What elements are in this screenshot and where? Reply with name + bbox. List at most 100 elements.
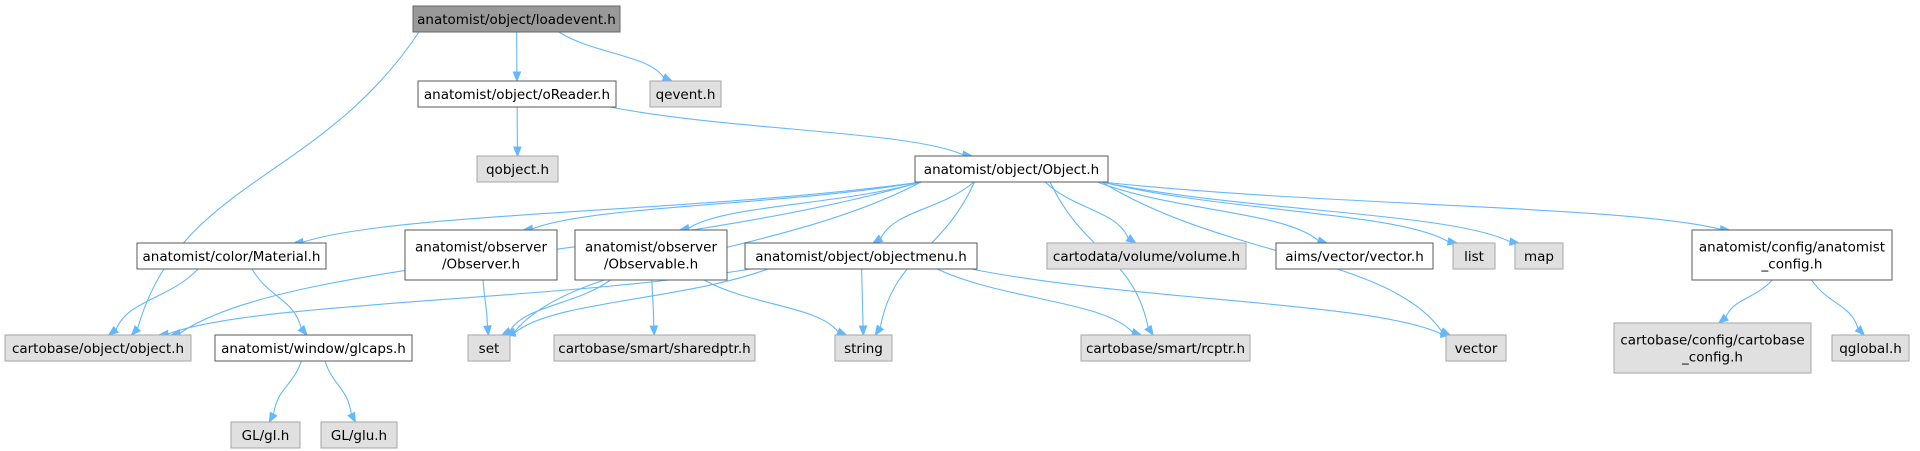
node-anaconfig[interactable]: anatomist/config/anatomist_config.h: [1691, 229, 1893, 281]
node-aimsvector[interactable]: aims/vector/vector.h: [1275, 242, 1434, 270]
node-box: [1275, 242, 1434, 270]
edge-arrowhead: [130, 325, 142, 336]
node-sharedptr: cartobase/smart/sharedptr.h: [553, 334, 756, 362]
node-label: cartodata/volume/volume.h: [1053, 249, 1240, 265]
edge-objectmenu-to-vector: [970, 268, 1452, 339]
edge-objectmenu-to-string: [858, 268, 868, 337]
node-glcaps[interactable]: anatomist/window/glcaps.h: [214, 334, 413, 362]
node-label: GL/gl.h: [242, 428, 290, 444]
node-label: cartobase/smart/sharedptr.h: [558, 341, 750, 357]
node-oreader[interactable]: anatomist/object/oReader.h: [417, 80, 617, 108]
edge-glcaps-to-gluh: [324, 360, 356, 424]
node-box: [417, 80, 617, 108]
edge-objecth-to-observable: [678, 181, 922, 233]
node-label: anatomist/window/glcaps.h: [221, 341, 406, 357]
edge-objecth-to-objectmenu: [871, 181, 975, 244]
node-observable[interactable]: anatomist/observer/Observable.h: [574, 229, 728, 281]
edge-observer-to-set: [482, 279, 492, 337]
node-label: cartobase/object/object.h: [12, 341, 184, 357]
edge-line: [1811, 279, 1859, 329]
node-qevent: qevent.h: [649, 80, 722, 108]
node-box: [1046, 242, 1247, 270]
node-loadevent: anatomist/object/loadevent.h: [412, 5, 621, 33]
node-list: list: [1452, 242, 1496, 270]
node-box: [4, 334, 192, 362]
node-label: anatomist/observer: [415, 240, 547, 256]
node-box: [1613, 322, 1812, 374]
edge-line: [970, 268, 1442, 335]
edge-arrowhead: [661, 73, 674, 82]
node-box: [1514, 242, 1564, 270]
node-cartoconfig: cartobase/config/cartobase_config.h: [1613, 322, 1812, 374]
node-label: _config.h: [1761, 257, 1823, 273]
edge-oreader-to-objecth: [609, 106, 974, 160]
edge-observable-to-sharedptr: [649, 279, 659, 337]
node-string: string: [834, 334, 893, 362]
node-objectmenu[interactable]: anatomist/object/objectmenu.h: [744, 242, 978, 270]
edge-glcaps-to-glh: [268, 360, 303, 424]
node-material[interactable]: anatomist/color/Material.h: [136, 242, 327, 270]
node-label: aims/vector/vector.h: [1285, 249, 1424, 265]
edge-material-to-glcaps: [251, 268, 308, 337]
node-label: cartobase/config/cartobase: [1620, 333, 1804, 349]
edge-line: [1044, 181, 1129, 239]
edge-line: [1101, 181, 1721, 230]
node-box: [1691, 229, 1893, 281]
edge-arrowhead: [107, 325, 119, 336]
node-label: GL/glu.h: [331, 428, 387, 444]
edge-arrowhead: [483, 325, 492, 337]
node-volume: cartodata/volume/volume.h: [1046, 242, 1247, 270]
node-box: [476, 155, 559, 183]
edge-line: [609, 106, 964, 156]
edge-line: [1101, 181, 1511, 243]
node-vector: vector: [1445, 334, 1507, 362]
node-box: [136, 242, 327, 270]
edge-arrowhead: [1717, 313, 1729, 324]
node-label: anatomist/object/oReader.h: [424, 87, 610, 103]
edge-arrowhead: [347, 411, 356, 424]
edge-line: [302, 181, 922, 243]
edge-observable-to-string: [703, 279, 848, 336]
edge-arrowhead: [512, 71, 522, 83]
node-box: [320, 421, 398, 449]
edge-line: [936, 268, 1133, 333]
node-box: [412, 5, 621, 33]
edge-arrowhead: [1144, 324, 1154, 337]
edge-line: [324, 360, 352, 415]
node-label: set: [479, 341, 500, 357]
edge-loadevent-to-cartoobject: [130, 31, 420, 336]
node-box: [1831, 334, 1910, 362]
edge-line: [703, 279, 839, 333]
edge-line: [1101, 181, 1449, 242]
node-observer[interactable]: anatomist/observer/Observer.h: [404, 229, 558, 281]
edge-line: [272, 360, 303, 415]
node-box: [1445, 334, 1507, 362]
edge-arrowhead: [858, 325, 868, 337]
graph-edges: [107, 31, 1866, 424]
node-box: [1080, 334, 1251, 362]
node-label: /Observable.h: [604, 257, 698, 273]
graph-nodes: anatomist/object/loadevent.h anatomist/ob…: [4, 5, 1910, 449]
edge-arrowhead: [836, 327, 848, 336]
node-objecth[interactable]: anatomist/object/Object.h: [914, 155, 1109, 183]
edge-oreader-to-qobject: [513, 106, 522, 158]
node-label: list: [1464, 249, 1484, 265]
edge-line: [137, 31, 420, 329]
node-box: [230, 421, 301, 449]
edge-loadevent-to-qevent: [558, 31, 674, 82]
node-gluh: GL/glu.h: [320, 421, 398, 449]
edge-line: [115, 268, 199, 330]
node-box: [1452, 242, 1496, 270]
edge-objectmenu-to-rcptr: [936, 268, 1143, 337]
node-label: string: [844, 341, 883, 357]
node-label: anatomist/observer: [585, 240, 717, 256]
node-box: [649, 80, 722, 108]
edge-arrowhead: [1125, 234, 1137, 244]
edge-line: [1725, 279, 1773, 318]
node-box: [744, 242, 978, 270]
edge-objecth-to-aimsvector: [1097, 181, 1329, 245]
edge-loadevent-to-oreader: [512, 31, 522, 83]
edge-line: [514, 268, 769, 334]
node-qglobal: qglobal.h: [1831, 334, 1910, 362]
